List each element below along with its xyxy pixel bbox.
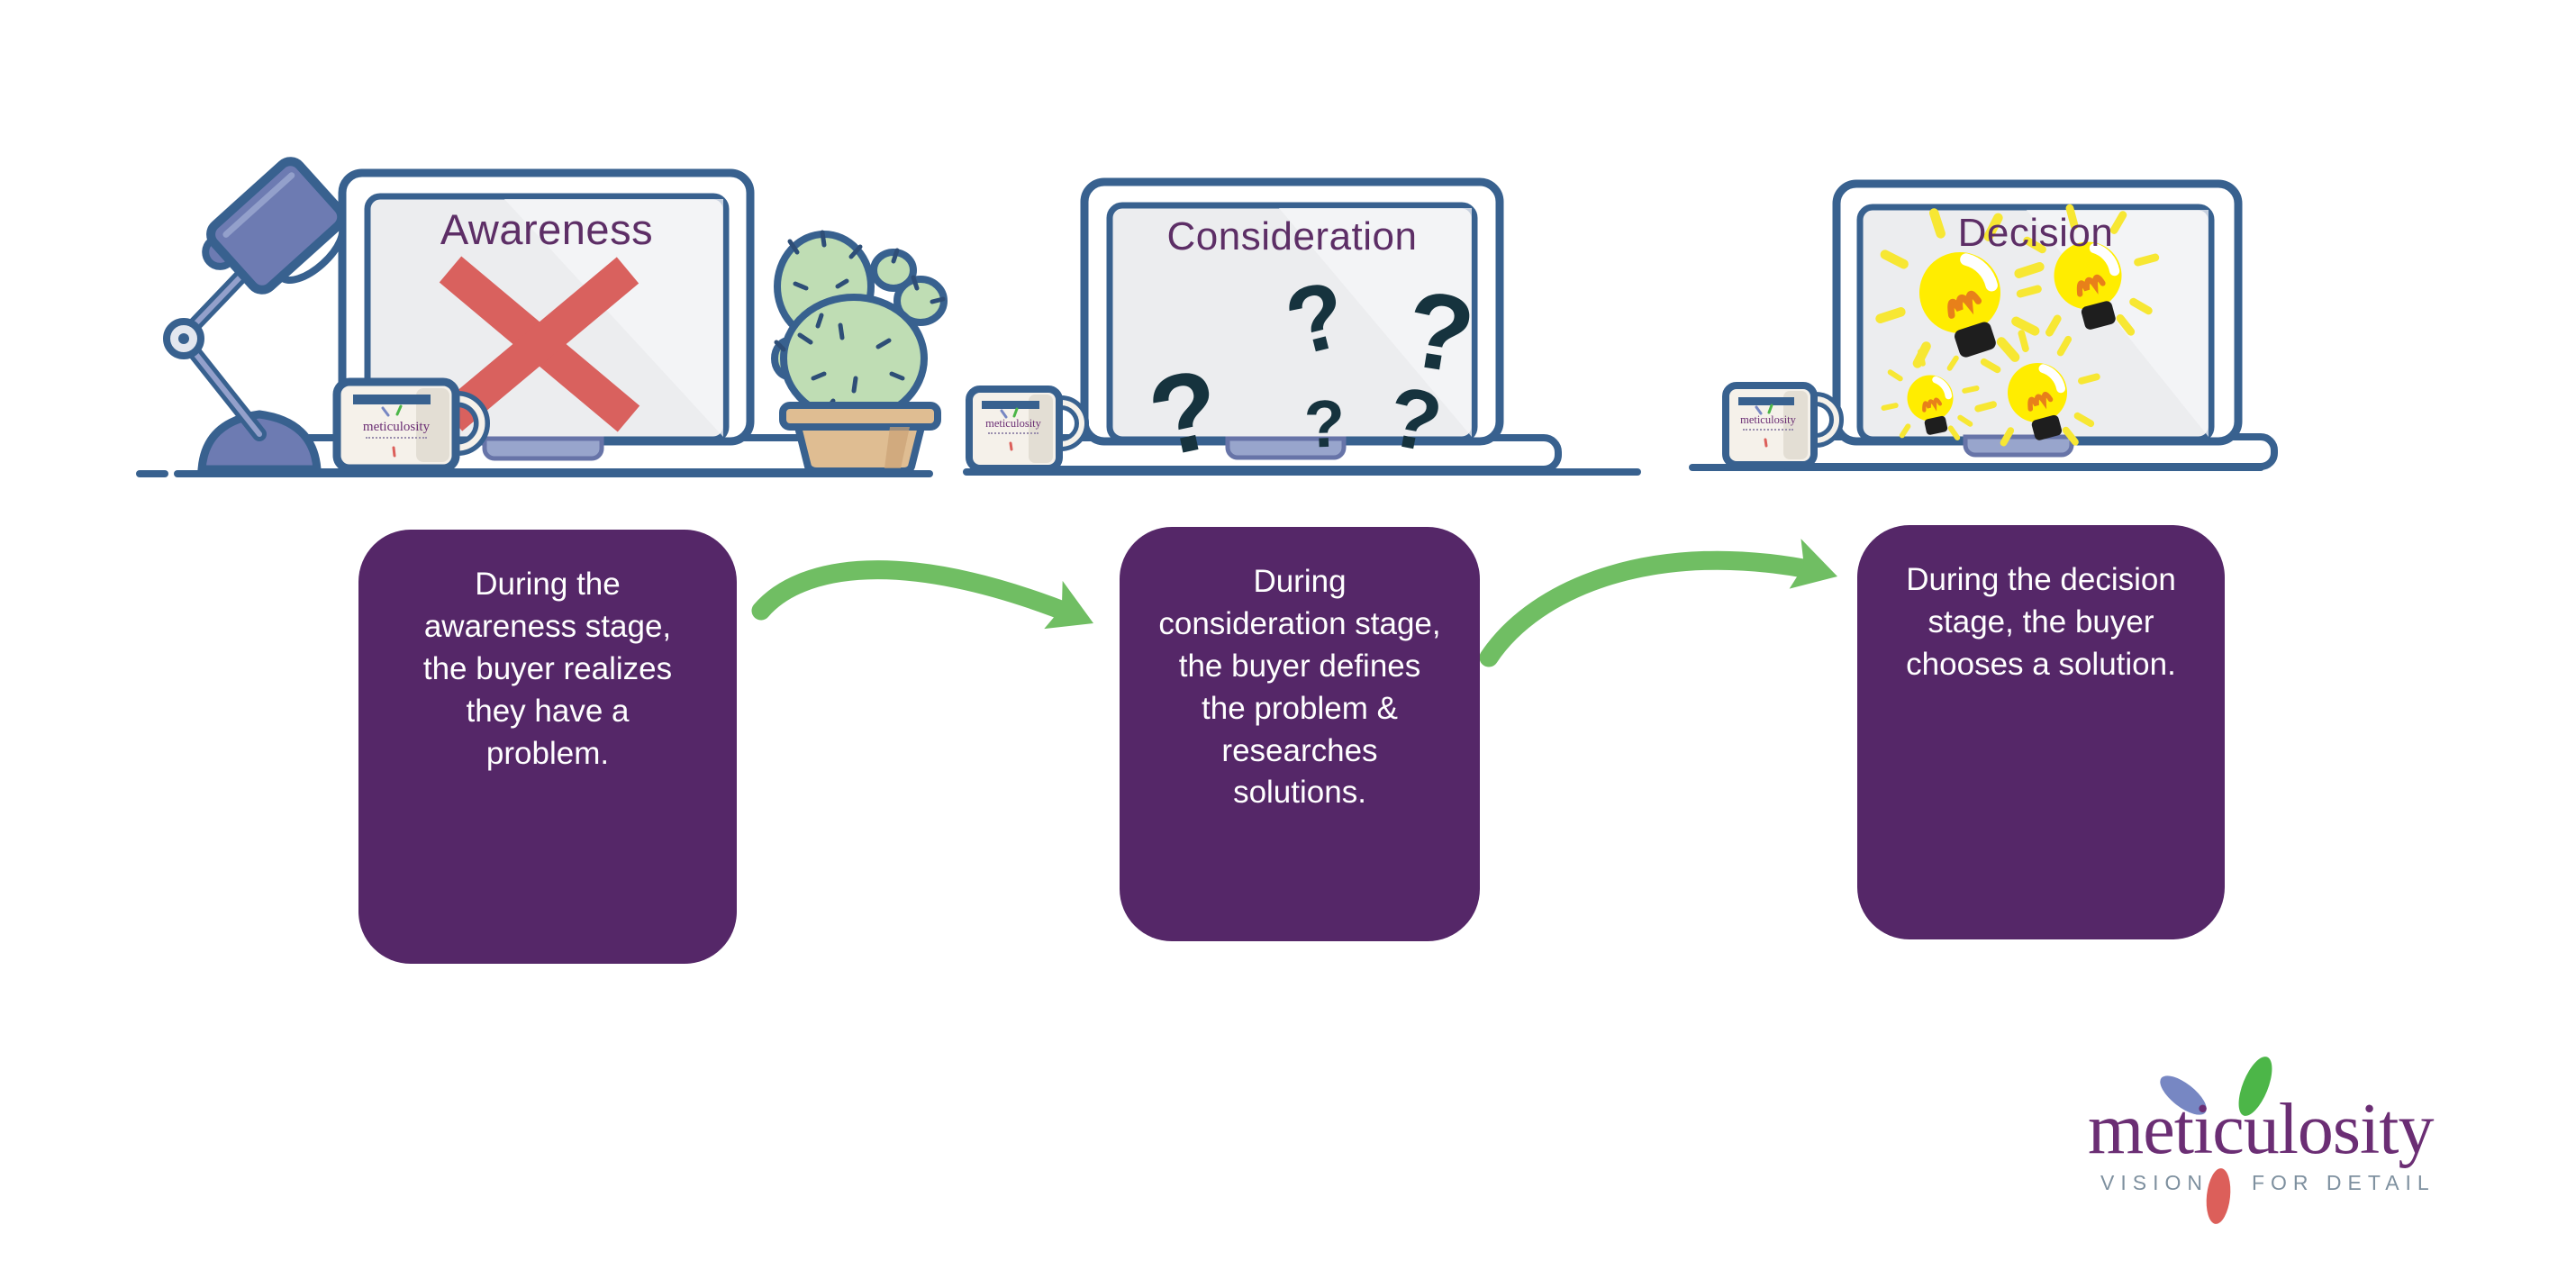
desk-lamp-icon: [163, 157, 347, 474]
brand-name: meticulosity: [2088, 1090, 2435, 1169]
stage-title-consideration: Consideration: [1166, 214, 1418, 259]
mug-brand-label: meticulosity: [973, 417, 1054, 434]
laptop-consideration: [1014, 177, 1562, 473]
mug-tagline-marks: [988, 431, 1039, 434]
brand-tagline-right: FOR DETAIL: [2251, 1171, 2435, 1194]
coffee-mug-icon: [966, 386, 1089, 472]
stage-title-decision: Decision: [1957, 211, 2114, 255]
x-mark-icon: [439, 256, 640, 432]
stage-title-awareness: Awareness: [440, 205, 654, 253]
mug-brand-label: meticulosity: [1728, 413, 1809, 431]
mug-brand-text: meticulosity: [362, 420, 431, 434]
cactus-spines: [774, 230, 946, 419]
laptop-hinge-notch: [1225, 436, 1347, 460]
mug-brand-text: meticulosity: [1740, 413, 1796, 426]
description-text: During the awareness stage, the buyer re…: [422, 567, 673, 771]
logo-petals-icon: [2160, 1057, 2272, 1224]
description-text: During the decision stage, the buyer cho…: [1906, 562, 2176, 682]
arrow-awareness-to-consideration: [751, 560, 1093, 630]
description-box-decision: During the decision stage, the buyer cho…: [1857, 525, 2225, 939]
question-mark-icon: ?: [1302, 386, 1347, 462]
mug-brand-text: meticulosity: [985, 417, 1041, 430]
description-text: During consideration stage, the buyer de…: [1158, 564, 1441, 811]
mug-tagline-marks: [1743, 428, 1793, 431]
mug-brand-label: meticulosity: [347, 420, 446, 439]
laptop-decision: [1774, 179, 2278, 470]
description-box-awareness: During the awareness stage, the buyer re…: [358, 530, 737, 964]
cactus-icon: [771, 230, 948, 475]
brand-tagline-left: VISION: [2100, 1171, 2209, 1194]
arrow-consideration-to-decision: [1479, 539, 1837, 667]
brand-tagline: VISION FOR DETAIL: [2100, 1171, 2502, 1195]
laptop-hinge-notch: [482, 436, 604, 461]
brand-logo: meticulosity VISION FOR DETAIL: [2088, 1093, 2502, 1195]
description-box-consideration: During consideration stage, the buyer de…: [1120, 527, 1480, 941]
coffee-mug-icon: [332, 377, 490, 473]
laptop-hinge-notch: [1963, 434, 2074, 458]
mug-tagline-marks: [365, 436, 428, 439]
coffee-mug-icon: [1722, 382, 1844, 468]
